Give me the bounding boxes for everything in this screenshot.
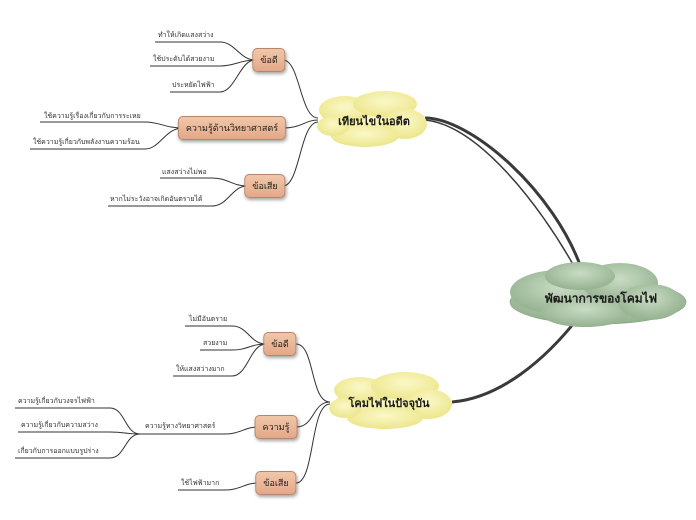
leaf-text: ความรู้เกี่ยวกับวงจรไฟฟ้า bbox=[18, 397, 95, 405]
sub-present-disadvantages[interactable]: ข้อเสีย bbox=[255, 471, 297, 495]
leaf-text: ความรู้ทางวิทยาศาสตร์ bbox=[145, 422, 216, 430]
connector-root-branch1 bbox=[424, 116, 585, 274]
leaf-text: ไม่มีอันตราย bbox=[189, 315, 228, 323]
leaf-text: ใช้ความรู้เรื่องเกี่ยวกับการระเหย bbox=[44, 112, 141, 120]
root-topic[interactable]: พัฒนาการของโคมไฟ bbox=[544, 291, 658, 306]
leaf-text: ให้แสงสว่างมาก bbox=[176, 365, 225, 373]
connector-root-branch2 bbox=[451, 317, 580, 404]
leaf-text: แสงสว่างไม่พอ bbox=[162, 168, 207, 176]
sub-past-science[interactable]: ความรู้ด้านวิทยาศาสตร์ bbox=[177, 116, 287, 140]
branch-past-label[interactable]: เทียนไขในอดีต bbox=[338, 115, 410, 128]
leaf-text: ความรู้เกี่ยวกับความสว่าง bbox=[21, 421, 98, 429]
leaf-text: ใช้ประดับได้สวยงาม bbox=[153, 55, 215, 63]
sub-past-advantages[interactable]: ข้อดี bbox=[252, 48, 286, 72]
sub-present-advantages[interactable]: ข้อดี bbox=[263, 332, 297, 356]
leaf-text: ประหยัดไฟฟ้า bbox=[172, 81, 215, 89]
leaf-text: ใช้ความรู้เกี่ยวกับพลังงานความร้อน bbox=[33, 138, 140, 146]
leaf-text: ใช้ไฟฟ้ามาก bbox=[181, 479, 220, 487]
sub-present-knowledge[interactable]: ความรู้ bbox=[254, 415, 298, 439]
leaf-text: เกี่ยวกับการออกแบบรูปร่าง bbox=[18, 447, 99, 455]
leaf-text: สวยงาม bbox=[203, 339, 228, 347]
branch-present-label[interactable]: โคมไฟในปัจจุบัน bbox=[348, 397, 430, 410]
leaf-text: ทำให้เกิดแสงสว่าง bbox=[158, 31, 214, 39]
leaf-text: หากไม่ระวังอาจเกิดอันตรายได้ bbox=[110, 195, 203, 203]
branch-cloud-past bbox=[317, 91, 427, 147]
branch-cloud-present bbox=[329, 372, 452, 429]
root-cloud bbox=[509, 262, 687, 327]
sub-past-disadvantages[interactable]: ข้อเสีย bbox=[244, 174, 286, 198]
